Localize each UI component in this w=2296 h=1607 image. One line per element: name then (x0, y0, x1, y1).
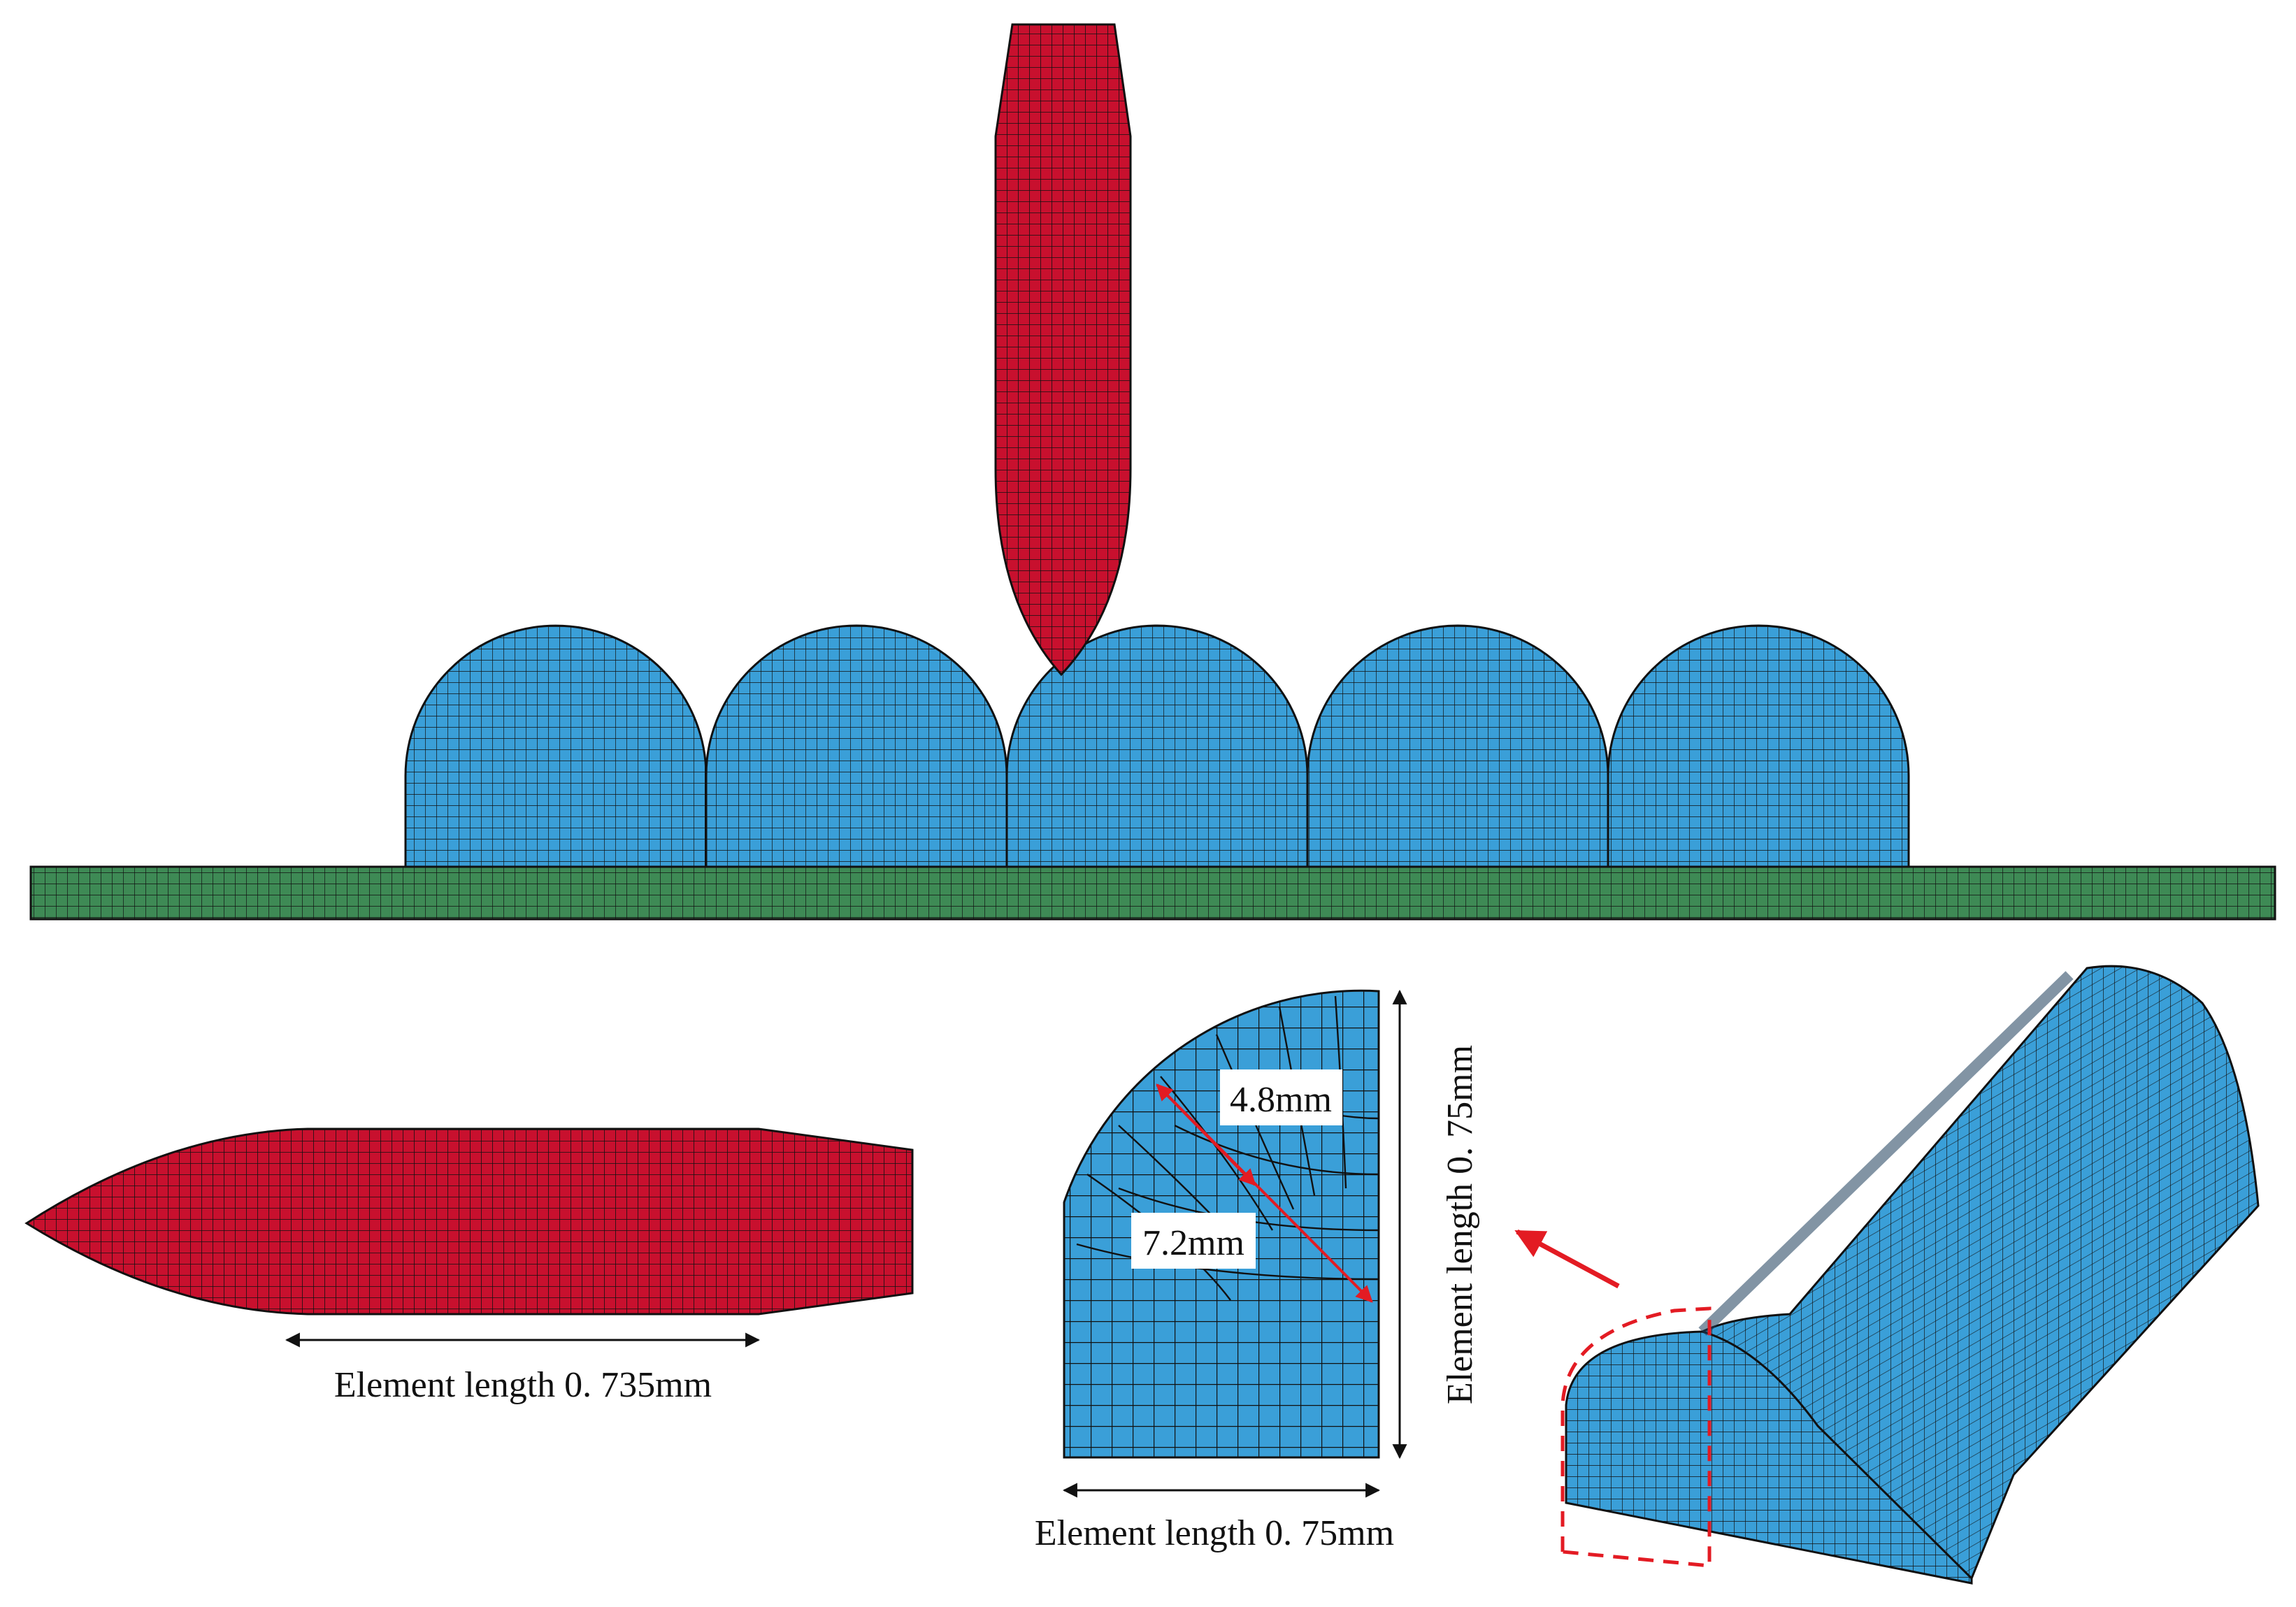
inner-radius-box (1220, 1069, 1342, 1125)
tube-joint-lines (705, 776, 1609, 867)
section-pointer-arrow (1514, 1229, 1620, 1289)
ground-plate (29, 865, 2276, 921)
cross-section-detail: 4.8mm 7.2mm Element length 0. 75mm Eleme… (1035, 989, 1480, 1553)
assembly-side-view (29, 23, 2276, 921)
outer-radius-box (1131, 1213, 1256, 1269)
section-width-label: Element length 0. 75mm (1035, 1513, 1394, 1553)
projectile-detail: Element length 0. 735mm (24, 1127, 914, 1405)
tube-3d-body (1700, 965, 2260, 1580)
outer-radius-label: 7.2mm (1142, 1223, 1244, 1263)
section-height-label: Element length 0. 75mm (1440, 1045, 1480, 1404)
projectile-length-label: Element length 0. 735mm (334, 1365, 712, 1405)
tube-3d-view (1514, 965, 2260, 1585)
tube-row (404, 624, 1910, 868)
projectile-vertical (994, 23, 1132, 677)
section-highlight-outline (1560, 1306, 1712, 1568)
inner-radius-label: 4.8mm (1230, 1080, 1332, 1120)
tube-3d-ridge (1698, 971, 2074, 1336)
radius-line-inner (1156, 1083, 1256, 1186)
projectile-horizontal (24, 1127, 914, 1316)
